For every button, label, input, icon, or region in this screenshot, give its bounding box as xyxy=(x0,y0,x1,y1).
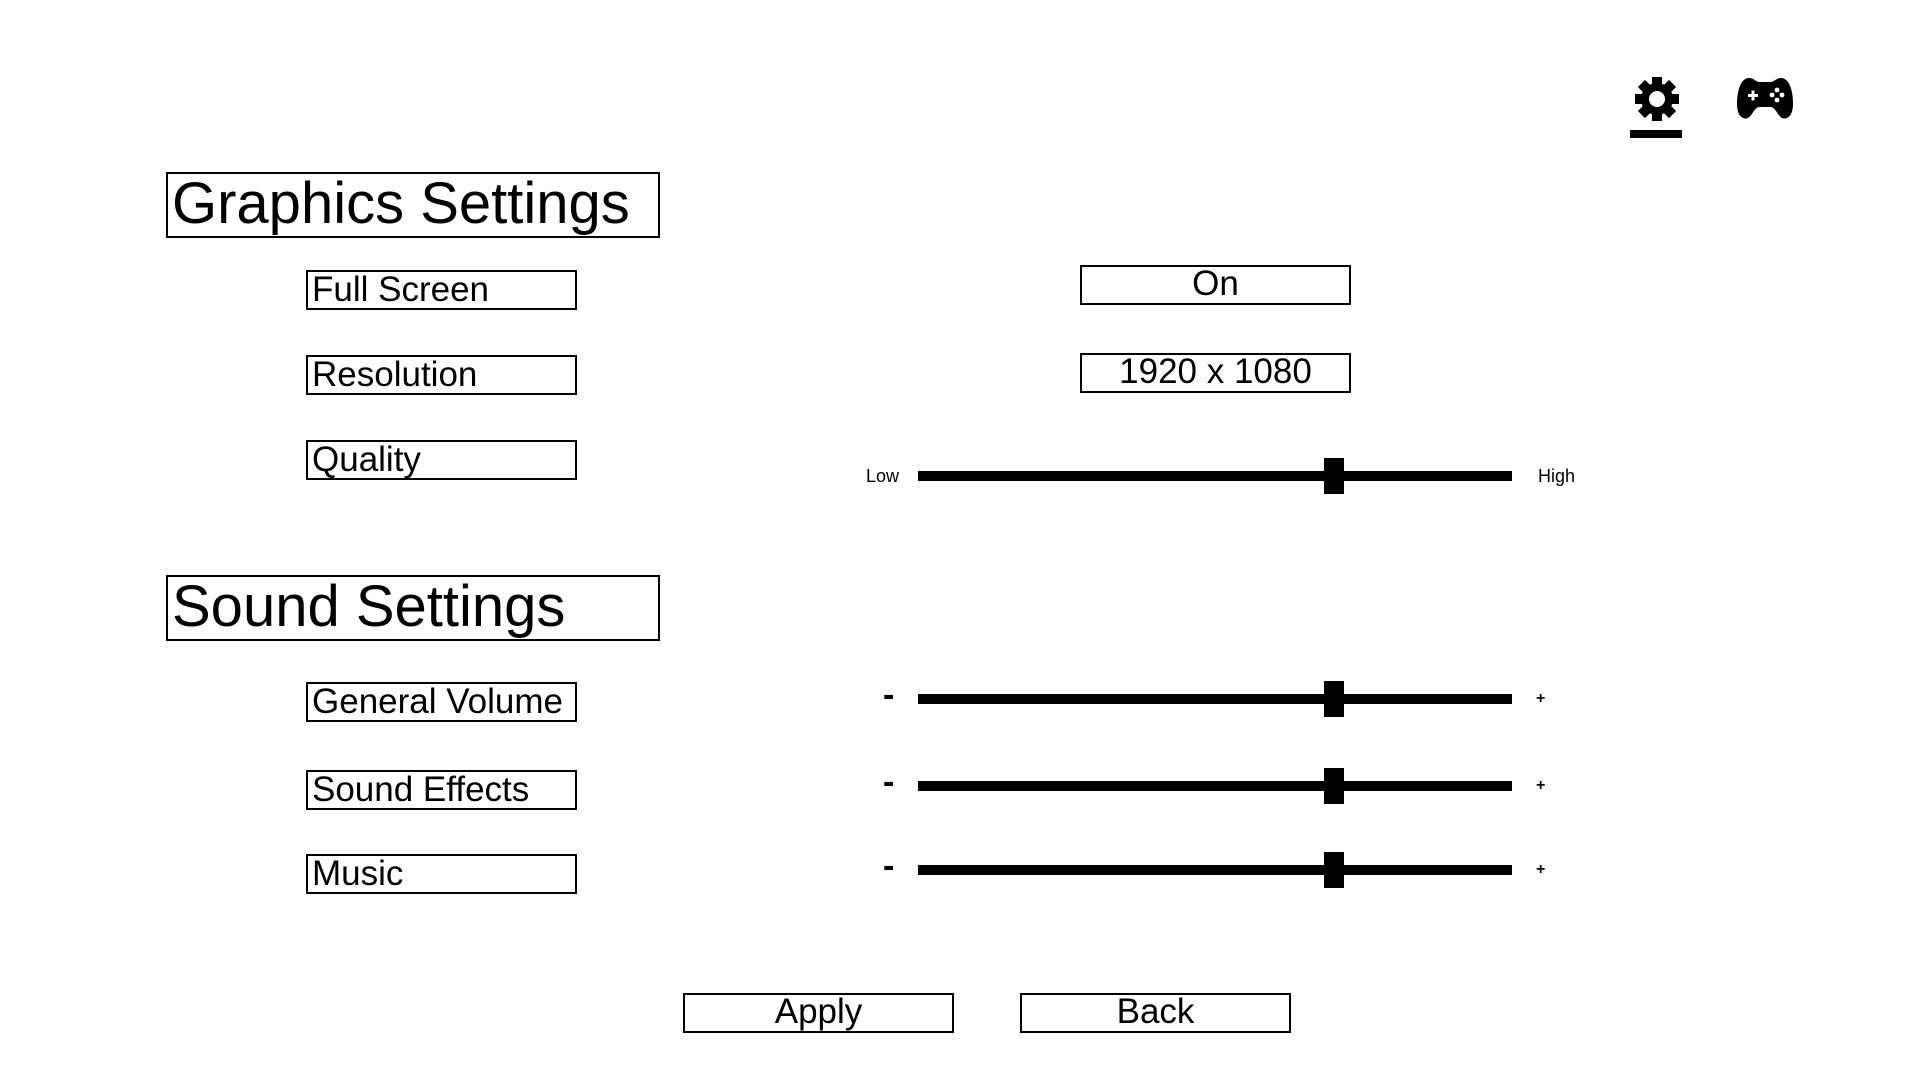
music-minus[interactable]: - xyxy=(883,847,895,885)
active-tab-underline xyxy=(1630,130,1682,138)
quality-high-label: High xyxy=(1538,466,1576,486)
gear-icon xyxy=(1635,77,1679,121)
gamepad-icon xyxy=(1737,78,1793,119)
settings-tab[interactable] xyxy=(1630,72,1684,140)
quality-low-label: Low xyxy=(866,466,900,486)
apply-button[interactable]: Apply xyxy=(683,993,954,1033)
quality-slider-thumb[interactable] xyxy=(1323,458,1344,494)
general-volume-minus[interactable]: - xyxy=(883,676,895,714)
controls-tab[interactable] xyxy=(1735,74,1795,122)
quality-slider-track xyxy=(918,471,1512,481)
music-label: Music xyxy=(306,854,577,894)
sound-effects-minus[interactable]: - xyxy=(883,763,895,801)
fullscreen-label: Full Screen xyxy=(306,270,577,310)
music-plus[interactable]: + xyxy=(1536,861,1546,878)
resolution-label: Resolution xyxy=(306,355,577,395)
music-slider[interactable] xyxy=(918,848,1512,892)
back-button[interactable]: Back xyxy=(1020,993,1291,1033)
quality-slider[interactable] xyxy=(918,454,1512,498)
general-volume-label: General Volume xyxy=(306,682,577,722)
sound-settings-heading: Sound Settings xyxy=(166,575,660,641)
quality-label: Quality xyxy=(306,440,577,480)
general-volume-slider-track xyxy=(918,694,1512,704)
sound-effects-label: Sound Effects xyxy=(306,770,577,810)
music-slider-track xyxy=(918,865,1512,875)
general-volume-slider-thumb[interactable] xyxy=(1323,681,1344,717)
general-volume-slider[interactable] xyxy=(918,677,1512,721)
sound-effects-slider[interactable] xyxy=(918,764,1512,808)
fullscreen-toggle[interactable]: On xyxy=(1080,265,1351,305)
sound-effects-slider-thumb[interactable] xyxy=(1323,768,1344,804)
general-volume-plus[interactable]: + xyxy=(1536,690,1546,707)
resolution-selector[interactable]: 1920 x 1080 xyxy=(1080,353,1351,393)
music-slider-thumb[interactable] xyxy=(1323,852,1344,888)
sound-effects-slider-track xyxy=(918,781,1512,791)
sound-effects-plus[interactable]: + xyxy=(1536,777,1546,794)
graphics-settings-heading: Graphics Settings xyxy=(166,172,660,238)
